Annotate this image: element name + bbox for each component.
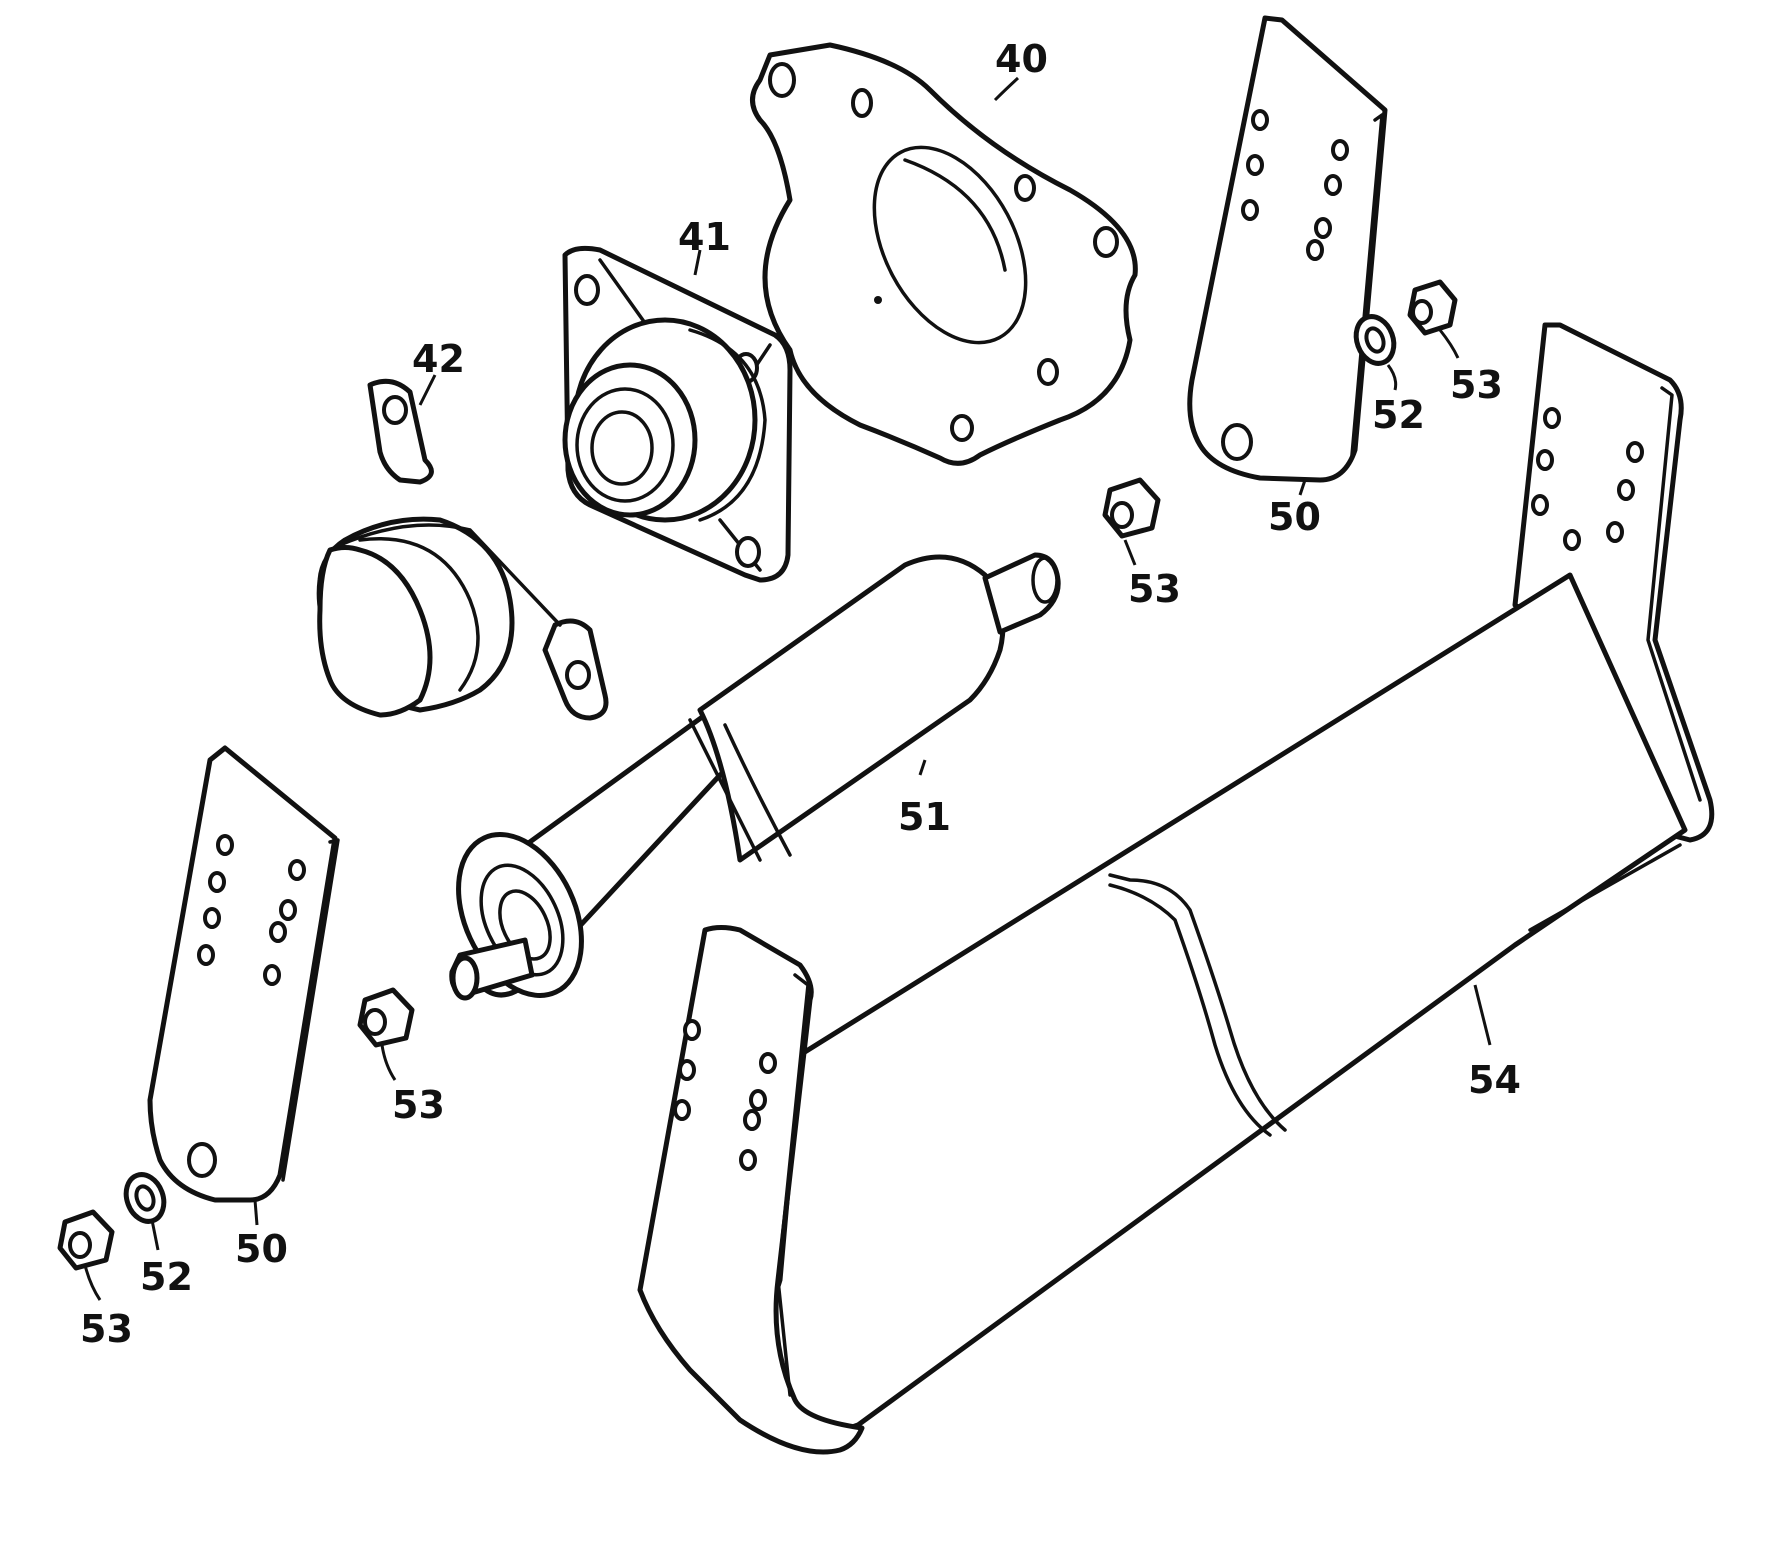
hex-nut-53-upper-right	[1407, 279, 1458, 336]
callout-54: 54	[1468, 1058, 1521, 1102]
roller-51	[449, 552, 1061, 1001]
hex-nut-53-lower-left	[57, 1209, 115, 1271]
callout-40: 40	[995, 37, 1048, 81]
trough-frame-54	[637, 322, 1715, 1455]
callout-52-right: 52	[1372, 393, 1425, 437]
flange-bearing-41	[562, 245, 793, 583]
callout-42: 42	[412, 337, 465, 381]
callout-52-left: 52	[140, 1255, 193, 1299]
callout-53-lower-left: 53	[80, 1307, 133, 1351]
mounting-plate-40	[750, 42, 1138, 466]
drive-motor-42	[316, 378, 609, 721]
callout-41: 41	[678, 215, 731, 259]
washer-52-right	[1353, 314, 1397, 366]
side-bracket-50-left	[147, 745, 340, 1203]
callout-53-center: 53	[392, 1083, 445, 1127]
callout-53-upper-right: 53	[1450, 363, 1503, 407]
hex-nut-53-center	[357, 987, 415, 1048]
callout-50-left: 50	[235, 1227, 288, 1271]
side-bracket-50-right	[1187, 15, 1388, 483]
hex-nut-53-mid	[1102, 477, 1161, 539]
callout-labels: 40 41 42 50 50 51 52 53 53 53 52 53 54	[80, 37, 1521, 1351]
callout-50-right: 50	[1268, 495, 1321, 539]
callout-51: 51	[898, 795, 951, 839]
washer-52-left	[123, 1172, 167, 1224]
callout-53-mid: 53	[1128, 567, 1181, 611]
leader-lines	[83, 76, 1492, 1301]
